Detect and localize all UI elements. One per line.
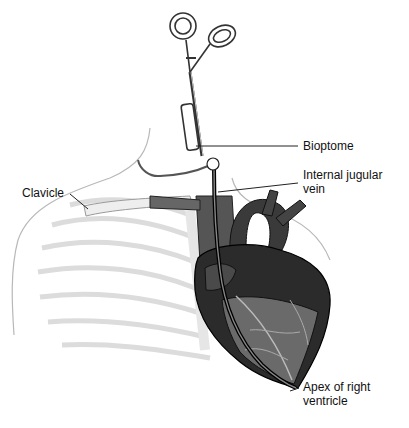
part-label: Internal jugular vein bbox=[303, 168, 383, 196]
catheter bbox=[138, 160, 296, 388]
sheath-hub bbox=[207, 158, 219, 170]
bioptome-instrument bbox=[170, 13, 239, 156]
leader-lines bbox=[70, 146, 299, 391]
part-label: Clavicle bbox=[22, 186, 64, 200]
rib-cage bbox=[38, 200, 210, 358]
part-label: Bioptome bbox=[303, 139, 354, 153]
part-label: Apex of right ventricle bbox=[303, 380, 383, 408]
